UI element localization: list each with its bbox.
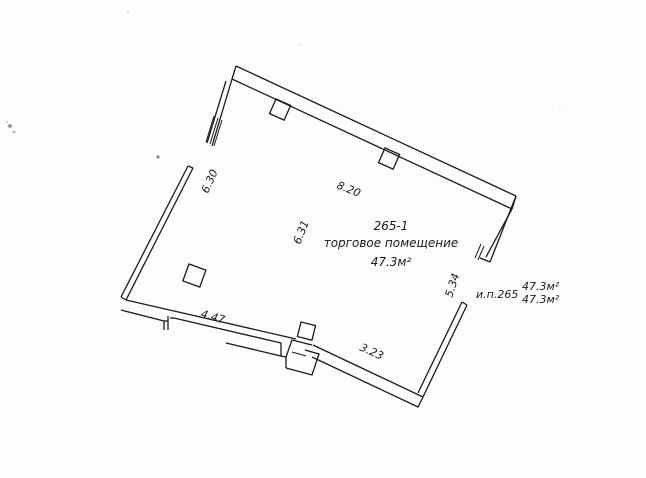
room-outline	[120, 65, 517, 408]
dim-inner-label: 6.31	[291, 219, 312, 247]
unit-area-2: 47.3м²	[522, 293, 560, 306]
dim-bottom-left-label: 4.47	[199, 307, 226, 326]
room-area: 47.3м²	[371, 255, 412, 269]
scan-noise	[6, 11, 561, 159]
dim-left-label: 6.30	[199, 168, 221, 196]
room-name: торговое помещение	[324, 236, 459, 250]
dim-bottom-right-label: 3.23	[358, 341, 386, 363]
dim-right-label: 5.34	[442, 272, 462, 299]
room-number: 265-1	[374, 219, 409, 233]
columns	[182, 98, 401, 341]
dim-top-label: 8.20	[335, 179, 363, 200]
labels: 8.20 6.30 6.31 5.34 4.47 3.23 265-1 торг…	[199, 168, 560, 363]
unit-area-1: 47.3м²	[522, 280, 560, 293]
unit-label: и.п.265	[476, 288, 518, 301]
